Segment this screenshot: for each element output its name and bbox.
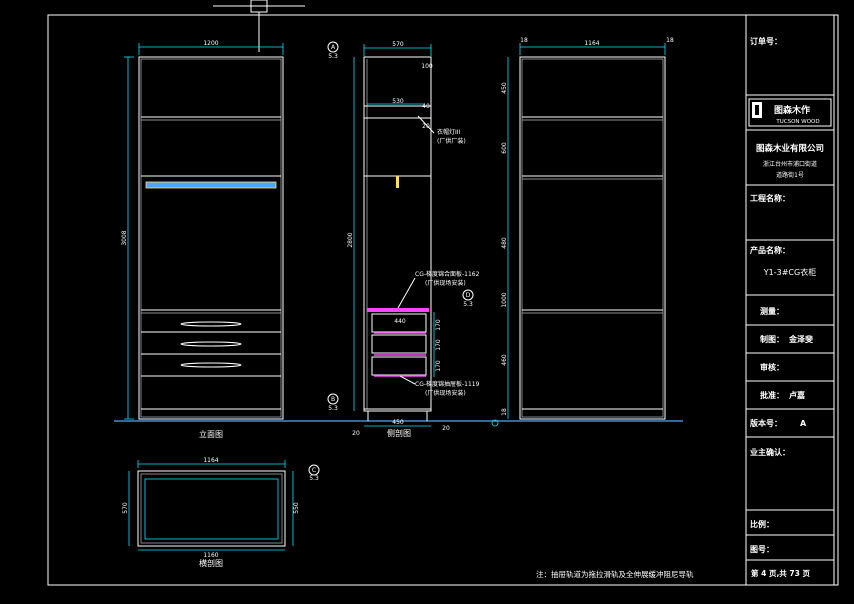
side-20-label: 20 <box>422 123 430 130</box>
owner-label: 业主确认： <box>750 447 790 457</box>
back-elevation: 1164 18 18 450 600 480 1000 460 18 <box>501 37 674 420</box>
title-block: 订单号： 图森木作 TUCSON WOOD 图森木业有限公司 浙江台州市浦口街道… <box>745 14 835 586</box>
front-width-label: 1200 <box>203 40 218 47</box>
side-drawer-1 <box>371 313 427 333</box>
drawer-handle-3 <box>180 362 242 368</box>
front-outline <box>138 56 284 420</box>
plan-width-label: 1164 <box>203 457 218 464</box>
back-v-3: 1000 <box>501 292 508 307</box>
back-right-label: 18 <box>666 37 674 44</box>
back-width-label: 1164 <box>584 40 599 47</box>
company-name: 图森木业有限公司 <box>756 143 824 154</box>
rail-note: 注：抽屉轨道为拖拉滑轨及全伸展缓冲阻尼导轨 <box>536 569 694 579</box>
scale-label: 比例： <box>750 519 774 529</box>
draw-value: 金泽斐 <box>788 334 814 344</box>
side-drawer-2 <box>371 334 427 354</box>
drawer-top-panel <box>367 308 429 312</box>
draw-label: 制图： <box>760 334 784 344</box>
plan-section: 1164 1160 570 550 C 5.3 横剖图 <box>122 457 320 568</box>
floor-marker <box>491 419 499 427</box>
back-v-0: 450 <box>501 82 508 94</box>
back-v-5: 18 <box>501 408 508 416</box>
side-outline <box>363 56 432 412</box>
side-width-label: 570 <box>392 41 404 48</box>
page-info: 第 4 页,共 73 页 <box>751 568 810 578</box>
front-view-title: 立面图 <box>199 429 223 439</box>
company-logo <box>748 98 832 127</box>
front-inner <box>140 58 282 418</box>
plan-outline <box>137 470 286 547</box>
side-top-label: 100 <box>421 63 433 70</box>
side-height-label: 2800 <box>347 232 354 247</box>
hanging-rail <box>145 181 277 189</box>
light-note: (厂供厂装) <box>437 137 466 145</box>
measure-label: 测量： <box>760 306 784 316</box>
front-elevation: 1200 3008 立面图 <box>121 40 284 439</box>
section-tag-b <box>327 393 339 405</box>
side-d1-label: 20 <box>352 430 360 437</box>
drawer-h1-label: 170 <box>435 319 442 331</box>
back-left-label: 18 <box>520 37 528 44</box>
project-label: 工程名称： <box>750 193 790 203</box>
back-outline <box>519 56 666 420</box>
side-drawer-3 <box>371 356 427 376</box>
drawer-bottom-annotation: CG-梯度锦抽屉板-1119 <box>415 380 480 388</box>
review-label: 审核： <box>760 362 784 372</box>
approve-value: 卢嘉 <box>789 390 805 400</box>
side-inner-label: 530 <box>392 98 404 105</box>
tag-c-sub: 5.3 <box>309 475 319 482</box>
side-d2-label: 20 <box>442 425 450 432</box>
side-section: 570 100 530 40 20 2800 450 20 20 440 170… <box>327 41 499 438</box>
light-annotation: 衣帽灯III <box>437 128 461 136</box>
drawer-top-note: (厂供现场安装) <box>425 279 466 287</box>
tag-a-letter: A <box>331 44 336 51</box>
drawer-width-label: 440 <box>394 318 406 325</box>
rail-bracket <box>396 176 399 188</box>
plan-d-label: 550 <box>293 502 300 514</box>
company-address-2: 道路街1号 <box>776 171 804 179</box>
approve-label: 批准： <box>760 390 784 400</box>
side-40-label: 40 <box>422 103 430 110</box>
drawer-h3-label: 170 <box>435 360 442 372</box>
logo-en: TUCSON WOOD <box>775 119 819 125</box>
tag-a-sub: 5.3 <box>328 53 338 60</box>
back-v-2: 480 <box>501 237 508 249</box>
product-label: 产品名称： <box>750 245 790 255</box>
tag-b-letter: B <box>331 396 335 403</box>
plan-inner <box>144 478 279 540</box>
drawer-top-annotation: CG-梯度锦合面板-1162 <box>415 270 480 278</box>
company-address-1: 浙江台州市浦口街道 <box>763 160 817 168</box>
section-tag-c <box>308 464 320 476</box>
drawer-bottom-note: (厂供现场安装) <box>425 389 466 397</box>
tag-c-letter: C <box>312 467 316 474</box>
front-height-label: 3008 <box>121 230 128 245</box>
product-value: Y1-3#CG衣柜 <box>763 267 816 277</box>
side-view-title: 侧剖图 <box>387 428 411 438</box>
drawer-handle-1 <box>180 321 242 327</box>
tag-b-sub: 5.3 <box>328 405 338 412</box>
logo-cn: 图森木作 <box>774 104 810 116</box>
section-tag-d <box>462 289 474 301</box>
plan-view-title: 横剖图 <box>199 558 223 568</box>
drawing-no-label: 图号： <box>750 545 774 554</box>
drawing-frame <box>47 14 839 586</box>
plan-depth-label: 570 <box>122 502 129 514</box>
version-value: A <box>800 419 807 428</box>
section-tag-a <box>327 41 339 53</box>
drawer-handle-2 <box>180 341 242 347</box>
back-v-4: 460 <box>501 354 508 366</box>
order-no-label: 订单号： <box>750 36 782 46</box>
tag-d-sub: 5.3 <box>463 301 473 308</box>
drawer-h2-label: 170 <box>435 339 442 351</box>
tag-d-letter: D <box>466 292 471 299</box>
version-label: 版本号： <box>749 418 782 428</box>
back-v-1: 600 <box>501 142 508 154</box>
side-bottom-label: 450 <box>392 419 404 426</box>
plan-inner-label: 1160 <box>203 552 218 559</box>
